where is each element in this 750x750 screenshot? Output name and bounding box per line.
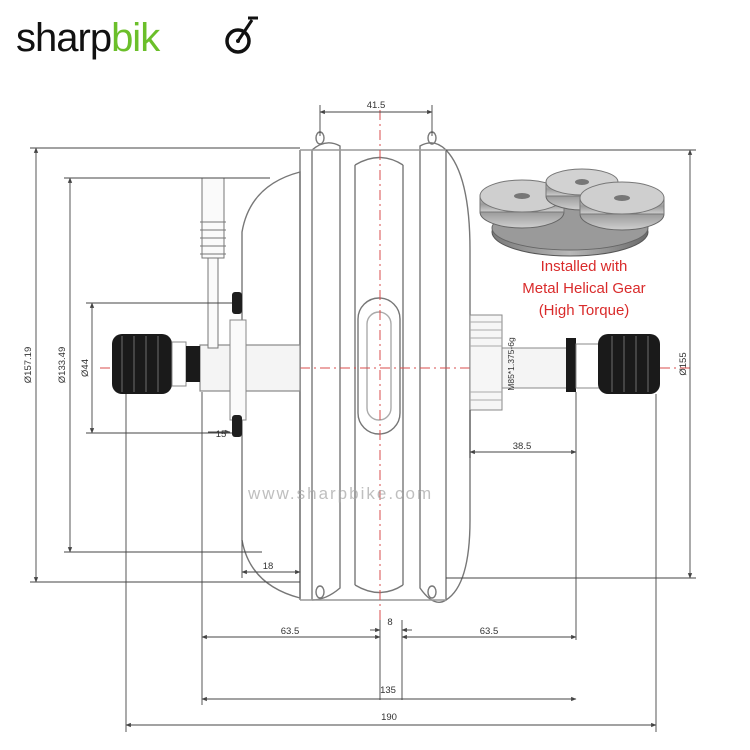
dim-outer-diameter: Ø157.19 xyxy=(23,347,34,383)
helical-gear-image xyxy=(479,168,665,257)
dim-left-half: 63.5 xyxy=(281,626,300,637)
right-nut-ridges xyxy=(611,336,649,392)
left-bolt-top xyxy=(232,292,242,314)
left-axle-assembly xyxy=(112,177,301,437)
watermark: www.sharpbike.com xyxy=(248,484,434,503)
rim-top-curve xyxy=(354,156,404,166)
gear-note: Installed with Metal Helical Gear (High … xyxy=(500,256,668,322)
dim-top-width: 41.5 xyxy=(367,100,386,111)
left-axle xyxy=(199,344,301,392)
left-axle-tip xyxy=(186,346,200,382)
planet-gear-left xyxy=(479,179,565,229)
dim-cable-offset: 15 xyxy=(216,429,227,440)
freewheel-thread xyxy=(469,314,503,411)
left-washer xyxy=(171,341,187,387)
brand-name-dark: sharp xyxy=(16,16,112,60)
dim-right-half: 63.5 xyxy=(480,626,499,637)
dim-center-gap: 8 xyxy=(387,617,392,628)
thread-lines xyxy=(470,321,502,401)
right-axle xyxy=(501,347,573,389)
rim-bead-bottom-right xyxy=(427,585,437,599)
spoke-window-inner xyxy=(366,311,392,421)
bicycle-wheel-icon xyxy=(225,16,258,54)
center-lines xyxy=(100,110,690,620)
left-nut-ridges xyxy=(121,336,159,392)
right-cover xyxy=(445,149,471,601)
dim-right-diameter: Ø155 xyxy=(678,352,689,375)
spoke-window xyxy=(357,297,401,435)
dim-thread: M85*1.375-6g xyxy=(506,337,516,391)
gear-note-line-3: (High Torque) xyxy=(538,302,630,319)
gear-note-line-2: Metal Helical Gear xyxy=(522,280,646,297)
rim-left xyxy=(311,142,341,601)
dim-middle-diameter: Ø133.49 xyxy=(57,347,68,383)
rim-bead-bottom-left xyxy=(315,585,325,599)
planet-gear-right xyxy=(579,181,665,231)
right-washer xyxy=(575,343,601,389)
brand-logo: sharpbik xyxy=(16,14,258,62)
right-axle-spacer xyxy=(566,338,576,392)
dimension-labels: 41.5 Ø157.19 Ø133.49 Ø44 Ø155 M85*1.375-… xyxy=(23,100,689,723)
rim-right xyxy=(419,142,447,603)
left-bearing xyxy=(229,319,247,421)
brand-wordmark: sharpbik xyxy=(16,16,160,61)
brand-name-green: bik xyxy=(111,16,160,60)
right-axle-assembly xyxy=(469,314,660,411)
dim-left-offset: 18 xyxy=(263,561,274,572)
dim-axle-diameter: Ø44 xyxy=(80,359,91,377)
cable-connector-ribs xyxy=(200,221,226,255)
right-axle-nut xyxy=(598,334,660,394)
dimension-lines xyxy=(30,105,696,732)
rim-bottom-curve xyxy=(354,584,404,594)
dim-right-offset: 38.5 xyxy=(513,441,532,452)
gear-note-line-1: Installed with xyxy=(540,258,628,275)
dim-inner-width: 135 xyxy=(380,685,396,696)
dim-overall-width: 190 xyxy=(381,712,397,723)
left-bolt-bottom xyxy=(232,415,242,437)
